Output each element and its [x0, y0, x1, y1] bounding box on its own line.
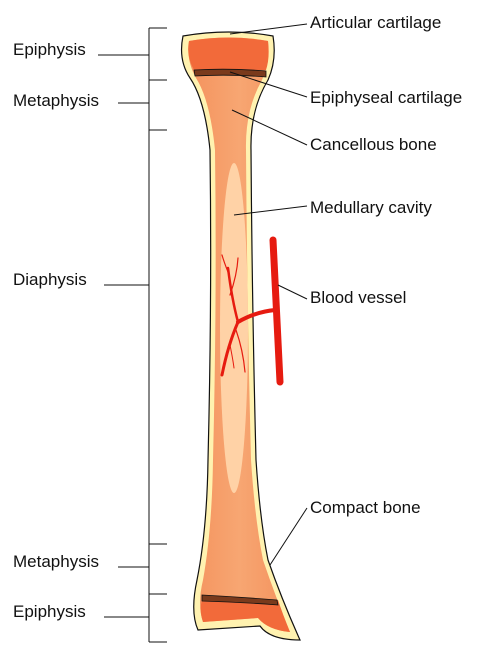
label-compact-bone: Compact bone: [310, 498, 421, 517]
label-metaphysis-bottom: Metaphysis: [13, 552, 99, 571]
label-epiphysis-bottom: Epiphysis: [13, 602, 86, 621]
epiphysis-top-region: [188, 38, 268, 71]
label-epiphyseal-cartilage: Epiphyseal cartilage: [310, 88, 462, 107]
label-metaphysis-top: Metaphysis: [13, 91, 99, 110]
left-bracket: [98, 28, 167, 642]
label-cancellous-bone: Cancellous bone: [310, 135, 437, 154]
label-epiphysis-top: Epiphysis: [13, 40, 86, 59]
label-blood-vessel: Blood vessel: [310, 288, 406, 307]
label-medullary-cavity: Medullary cavity: [310, 198, 432, 217]
label-articular-cartilage: Articular cartilage: [310, 13, 441, 32]
label-diaphysis: Diaphysis: [13, 270, 87, 289]
